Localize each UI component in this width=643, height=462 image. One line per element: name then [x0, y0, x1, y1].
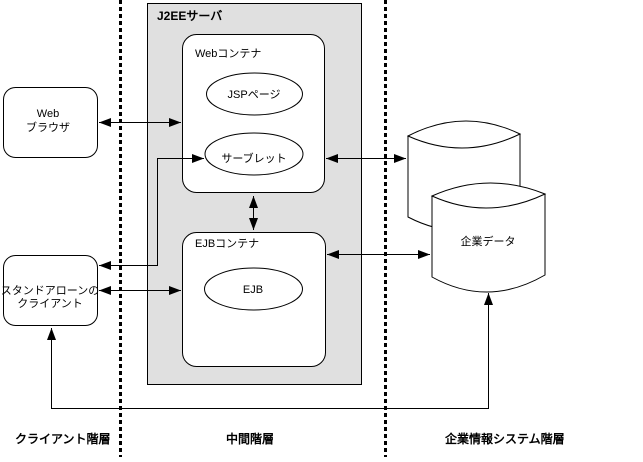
tier-eis-label: 企業情報システム階層 [444, 431, 565, 446]
arrow-servlet-standalone-client [99, 154, 204, 270]
standalone-client-label-line1: スタンドアローンの [1, 284, 99, 297]
enterprise-data-cylinder-front [430, 182, 547, 293]
servlet-ellipse [204, 132, 304, 176]
jsp-page-label: JSPページ [228, 89, 281, 101]
ejb-container-label: EJBコンテナ [195, 237, 259, 250]
tier-client-label: クライアント階層 [15, 431, 111, 446]
tier-middle-label: 中間階層 [226, 431, 274, 446]
standalone-client-label-line2: クライアント [17, 297, 83, 310]
web-browser-box [3, 87, 98, 158]
web-container-label: Webコンテナ [195, 47, 261, 60]
enterprise-data-label: 企業データ [461, 234, 516, 248]
ejb-label: EJB [243, 284, 263, 296]
web-browser-label-line2: ブラウザ [26, 120, 70, 134]
servlet-label: サーブレット [221, 151, 286, 165]
jsp-page-ellipse [206, 72, 303, 116]
arrow-client-database-bottom [47, 293, 493, 409]
web-browser-label-line1: Web [37, 108, 59, 120]
j2ee-server-label: J2EEサーバ [157, 9, 222, 23]
